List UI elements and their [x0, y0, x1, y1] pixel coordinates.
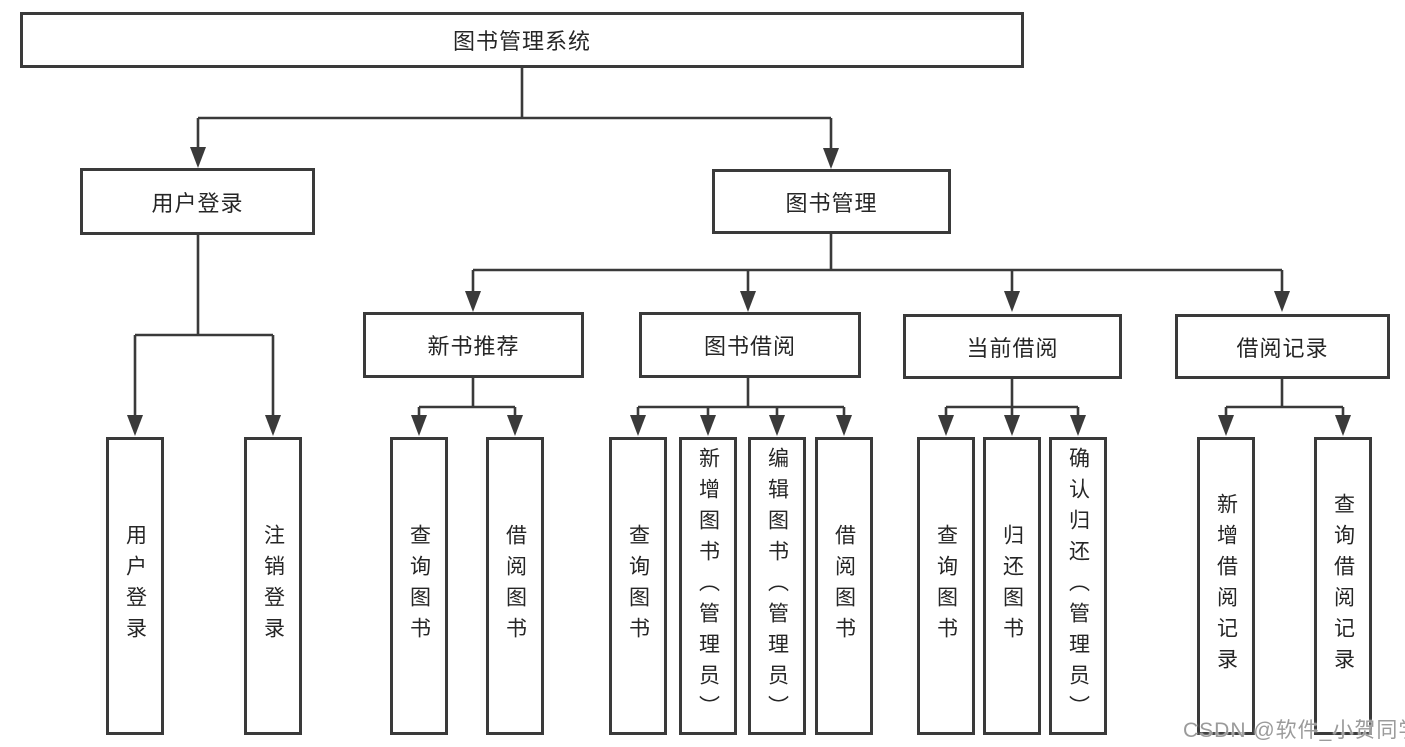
arrowhead-icon: [836, 415, 852, 436]
leaf-borrow-add-books-admin-label: 新增图书（管理员）: [696, 446, 720, 726]
arrowhead-icon: [465, 291, 481, 312]
leaf-newrec-query-books-label: 查询图书: [407, 524, 431, 648]
node-new-book-recommend-label: 新书推荐: [427, 334, 520, 359]
leaf-newrec-query-books: 查询图书: [390, 437, 448, 735]
leaf-borrow-query-books: 查询图书: [609, 437, 667, 735]
leaf-records-query-record: 查询借阅记录: [1314, 437, 1372, 735]
leaf-current-confirm-return-admin-label: 确认归还（管理员）: [1066, 446, 1090, 726]
leaf-current-query-books-label: 查询图书: [934, 524, 958, 648]
leaf-records-add-record: 新增借阅记录: [1197, 437, 1255, 735]
leaf-newrec-borrow-books-label: 借阅图书: [503, 524, 527, 648]
arrowhead-icon: [265, 415, 281, 436]
node-root: 图书管理系统: [20, 12, 1024, 68]
node-user-login-label: 用户登录: [151, 190, 244, 216]
leaf-borrow-borrow-books-label: 借阅图书: [832, 524, 856, 648]
leaf-borrow-edit-books-admin: 编辑图书（管理员）: [748, 437, 806, 735]
arrowhead-icon: [1070, 415, 1086, 436]
leaf-borrow-query-books-label: 查询图书: [626, 524, 650, 648]
leaf-current-query-books: 查询图书: [917, 437, 975, 735]
leaf-user-login-label: 用户登录: [123, 524, 147, 648]
arrowhead-icon: [740, 291, 756, 312]
arrowhead-icon: [1004, 415, 1020, 436]
node-borrow-records: 借阅记录: [1175, 314, 1390, 379]
arrowhead-icon: [700, 415, 716, 436]
leaf-current-return-books: 归还图书: [983, 437, 1041, 735]
arrowhead-icon: [938, 415, 954, 436]
leaf-newrec-borrow-books: 借阅图书: [486, 437, 544, 735]
arrowhead-icon: [507, 415, 523, 436]
leaf-records-add-record-label: 新增借阅记录: [1214, 493, 1238, 679]
leaf-borrow-borrow-books: 借阅图书: [815, 437, 873, 735]
leaf-logout-login: 注销登录: [244, 437, 302, 735]
leaf-records-query-record-label: 查询借阅记录: [1331, 493, 1355, 679]
leaf-current-confirm-return-admin: 确认归还（管理员）: [1049, 437, 1107, 735]
node-book-management: 图书管理: [712, 169, 951, 234]
node-current-borrow: 当前借阅: [903, 314, 1122, 379]
node-root-label: 图书管理系统: [452, 29, 591, 54]
arrowhead-icon: [1218, 415, 1234, 436]
leaf-user-login: 用户登录: [106, 437, 164, 735]
connector-path: [133, 68, 1345, 418]
leaf-current-return-books-label: 归还图书: [1000, 524, 1024, 648]
node-book-borrow: 图书借阅: [639, 312, 861, 378]
arrowheads: [127, 147, 1351, 436]
node-current-borrow-label: 当前借阅: [966, 335, 1059, 361]
arrowhead-icon: [1335, 415, 1351, 436]
node-book-borrow-label: 图书借阅: [703, 334, 796, 359]
arrowhead-icon: [1274, 291, 1290, 312]
arrowhead-icon: [823, 148, 839, 169]
leaf-borrow-add-books-admin: 新增图书（管理员）: [679, 437, 737, 735]
node-user-login: 用户登录: [80, 168, 315, 235]
arrowhead-icon: [411, 415, 427, 436]
leaf-logout-login-label: 注销登录: [261, 524, 285, 648]
arrowhead-icon: [127, 415, 143, 436]
arrowhead-icon: [1004, 291, 1020, 312]
leaf-borrow-edit-books-admin-label: 编辑图书（管理员）: [765, 446, 789, 726]
arrowhead-icon: [769, 415, 785, 436]
arrowhead-icon: [190, 147, 206, 168]
node-new-book-recommend: 新书推荐: [363, 312, 584, 378]
node-borrow-records-label: 借阅记录: [1236, 335, 1329, 361]
node-book-management-label: 图书管理: [785, 190, 878, 216]
arrowhead-icon: [630, 415, 646, 436]
csdn-watermark: CSDN @软件_小贺同学: [1183, 719, 1405, 742]
